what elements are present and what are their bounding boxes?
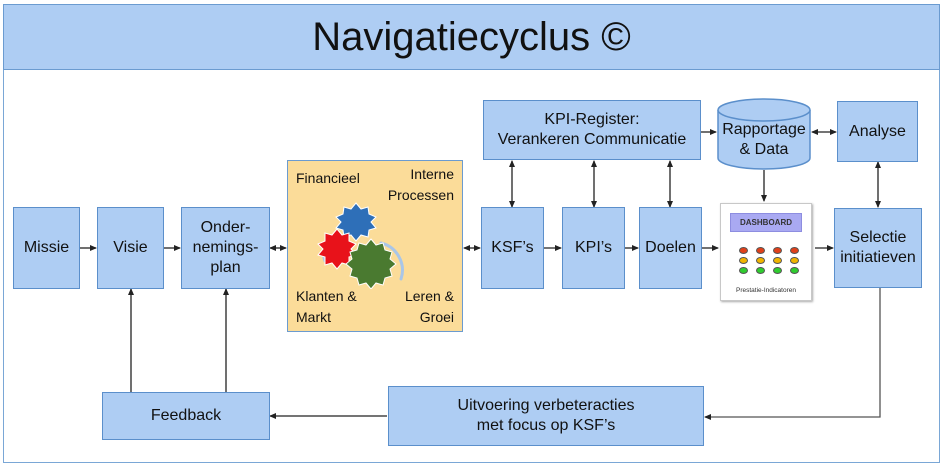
gear-green: [345, 238, 397, 289]
box-ondernemingsplan: Onder- nemings- plan: [181, 207, 270, 289]
selectie-label-1: Selectie: [849, 229, 907, 246]
dashboard-image: DASHBOARD Prestatie-Indicatoren: [720, 203, 812, 301]
rapportage-label-1: Rapportage: [722, 121, 806, 138]
box-selectie-initiatieven: Selectie initiatieven: [834, 208, 922, 288]
klanten-label-2: Markt: [296, 309, 331, 325]
arrow-selectie-uitvoering: [704, 288, 881, 420]
box-missie: Missie: [13, 207, 80, 289]
gears-icon: [317, 202, 404, 289]
traffic-light-dot: [790, 267, 799, 274]
klanten-label-1: Klanten &: [296, 288, 357, 304]
perspective-interne-processen: Interne Processen: [388, 164, 454, 206]
leren-label-2: Groei: [419, 309, 454, 325]
traffic-light-dot: [773, 247, 782, 254]
missie-label: Missie: [23, 239, 70, 256]
doelen-label: Doelen: [645, 239, 696, 256]
ksf-label: KSF’s: [491, 239, 534, 256]
traffic-light-dot: [773, 267, 782, 274]
visie-label: Visie: [113, 239, 148, 256]
traffic-light-dot: [739, 267, 748, 274]
ondernemingsplan-label-2: nemings-: [192, 239, 259, 256]
ondernemingsplan-label-3: plan: [210, 259, 241, 276]
uitvoering-label-2: met focus op KSF’s: [476, 417, 616, 434]
traffic-light-dot: [756, 257, 765, 264]
leren-label-1: Leren &: [404, 288, 454, 304]
interne-label-2: Processen: [387, 187, 454, 203]
box-ksf: KSF’s: [481, 207, 544, 289]
kpi-label: KPI’s: [574, 239, 613, 256]
diagram-frame: [3, 70, 940, 463]
ondernemingsplan-label-1: Onder-: [200, 219, 251, 236]
kpi-register-label-2: Verankeren Communicatie: [497, 131, 687, 148]
interne-label-1: Interne: [410, 166, 454, 182]
gear-red: [317, 228, 357, 270]
traffic-light-dot: [756, 267, 765, 274]
box-kpi: KPI’s: [562, 207, 625, 289]
selectie-label-2: initiatieven: [840, 249, 916, 266]
box-feedback: Feedback: [102, 392, 270, 440]
traffic-light-dot: [790, 247, 799, 254]
traffic-light-dot: [790, 257, 799, 264]
traffic-light-dot: [756, 247, 765, 254]
dashboard-caption: Prestatie-Indicatoren: [736, 287, 796, 294]
rapportage-data-label: Rapportage & Data: [717, 112, 811, 168]
database-cylinder-icon: [717, 98, 811, 170]
dashboard-header: DASHBOARD: [730, 213, 802, 232]
gear-blue: [335, 202, 377, 242]
page-title: Navigatiecyclus ©: [3, 4, 940, 70]
kpi-register-label-1: KPI-Register:: [544, 111, 640, 128]
traffic-light-dot: [773, 257, 782, 264]
traffic-light-dot: [739, 247, 748, 254]
box-visie: Visie: [97, 207, 164, 289]
analyse-label: Analyse: [849, 122, 906, 140]
perspective-klanten-markt: Klanten & Markt: [296, 286, 357, 328]
uitvoering-label-1: Uitvoering verbeteracties: [457, 397, 635, 414]
box-uitvoering-verbeteracties: Uitvoering verbeteracties met focus op K…: [388, 386, 704, 446]
feedback-label: Feedback: [150, 407, 222, 424]
perspective-leren-groei: Leren & Groei: [405, 286, 454, 328]
rapportage-label-2: & Data: [739, 141, 789, 158]
perspective-financieel: Financieel: [296, 170, 360, 186]
box-kpi-register: KPI-Register: Verankeren Communicatie: [483, 100, 701, 160]
box-doelen: Doelen: [639, 207, 702, 289]
box-analyse: Analyse: [837, 101, 918, 162]
traffic-light-dot: [739, 257, 748, 264]
balanced-scorecard: Financieel Interne Processen Klanten & M…: [287, 160, 463, 332]
